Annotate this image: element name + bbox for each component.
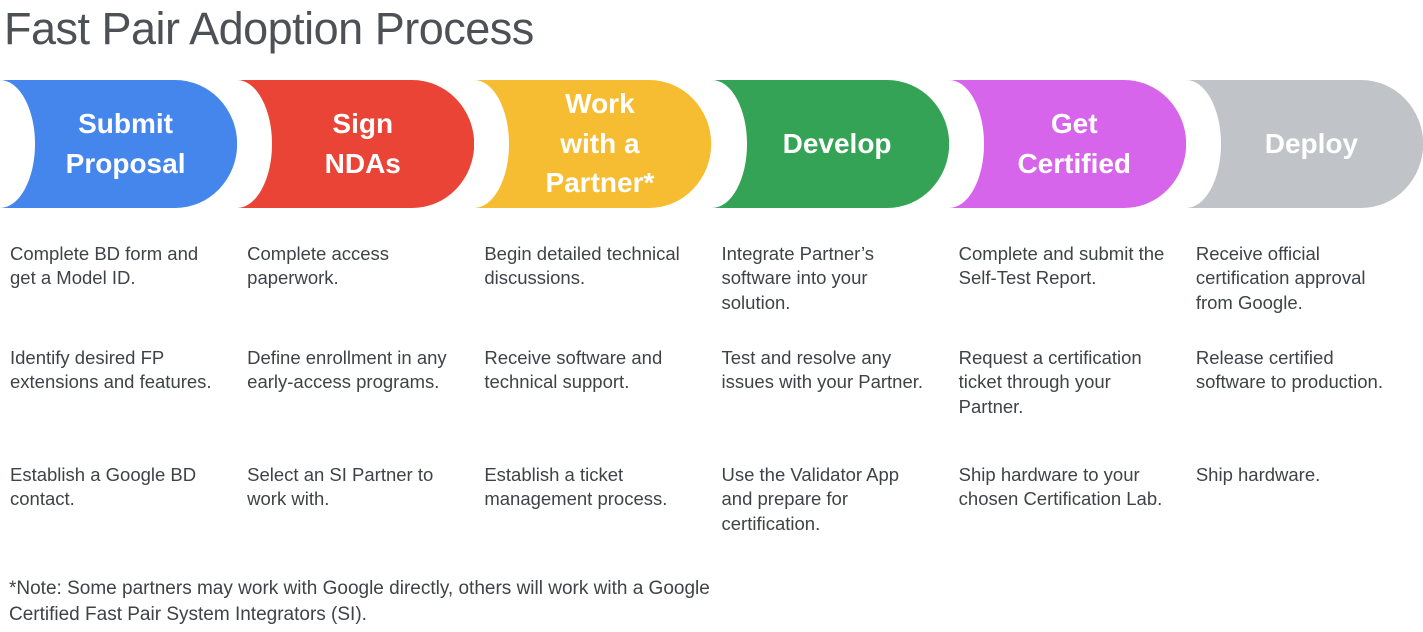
- step-text: Establish a ticket management process.: [484, 463, 668, 510]
- stage-pill-submit-proposal: Submit Proposal: [0, 79, 238, 208]
- step-text: Receive software and technical support.: [484, 346, 663, 393]
- stage-label-submit-proposal: Submit Proposal: [65, 107, 186, 179]
- step-text: Ship hardware to your chosen Certificati…: [958, 463, 1163, 510]
- stage-pill-sign-ndas: Sign NDAs: [237, 79, 475, 208]
- stage-pill-work-with-partner: Work with a Partner*: [474, 79, 712, 208]
- step-text: Request a certification ticket through y…: [958, 346, 1142, 417]
- step-text: Test and resolve any issues with your Pa…: [721, 346, 924, 393]
- stage-label-sign-ndas: Sign NDAs: [324, 107, 401, 179]
- stage-pill-deploy: Deploy: [1185, 79, 1423, 208]
- stage-label-get-certified: Get Certified: [1017, 107, 1132, 179]
- stage-label-work-with-partner: Work with a Partner*: [545, 87, 655, 199]
- stage-shape: [948, 79, 1186, 208]
- stage-label-develop: Develop: [782, 127, 892, 159]
- step-text: Complete BD form and get a Model ID.: [10, 242, 199, 289]
- stage-pill-develop: Develop: [711, 79, 949, 208]
- stage-shape: [474, 79, 712, 208]
- step-text: Complete and submit the Self-Test Report…: [958, 242, 1165, 289]
- step-text: Ship hardware.: [1195, 463, 1321, 485]
- stage-shape: [1185, 79, 1423, 208]
- stage-label-deploy: Deploy: [1264, 127, 1359, 159]
- stage-shape: [237, 79, 475, 208]
- step-text: Receive official certification approval …: [1195, 242, 1366, 313]
- stage-pill-get-certified: Get Certified: [948, 79, 1186, 208]
- step-text: Integrate Partner’s software into your s…: [721, 242, 875, 313]
- step-text: Identify desired FP extensions and featu…: [10, 346, 212, 393]
- footnote: *Note: Some partners may work with Googl…: [9, 578, 710, 625]
- step-text: Use the Validator App and prepare for ce…: [721, 463, 900, 534]
- page-title: Fast Pair Adoption Process: [4, 3, 534, 54]
- step-text: Select an SI Partner to work with.: [247, 463, 434, 510]
- stage-shape: [0, 79, 238, 208]
- step-text: Define enrollment in any early-access pr…: [247, 346, 447, 393]
- stage-shape: [711, 79, 949, 208]
- adoption-process-diagram: Submit Proposal Sign NDAs Work with a Pa…: [0, 79, 1423, 537]
- step-text: Establish a Google BD contact.: [10, 463, 197, 510]
- step-text: Release certified software to production…: [1195, 346, 1383, 393]
- step-text: Complete access paperwork.: [247, 242, 390, 289]
- step-text: Begin detailed technical discussions.: [484, 242, 680, 289]
